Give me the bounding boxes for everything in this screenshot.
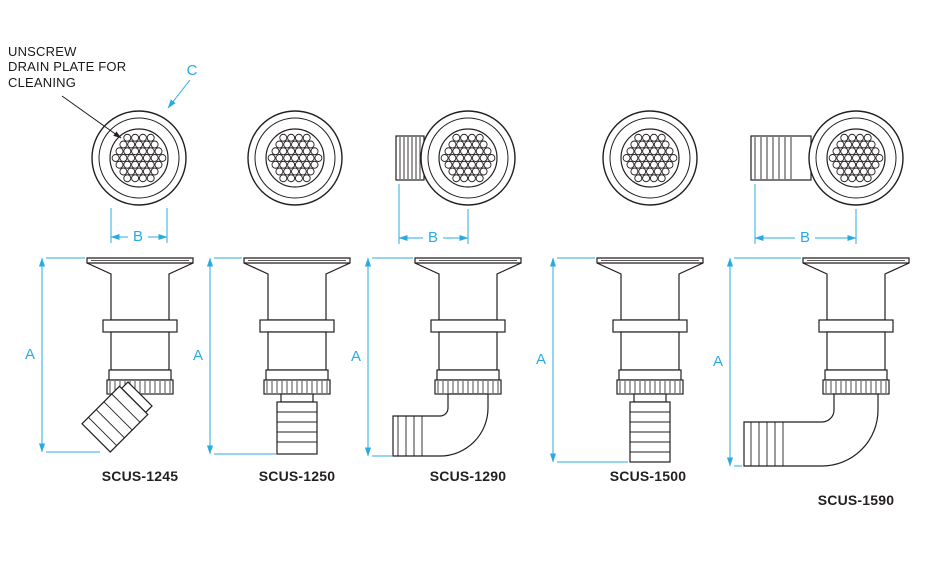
top-view-barb-scus-1590 <box>750 135 812 181</box>
top-view-scus-1250 <box>247 110 343 206</box>
side-view-scus-1590 <box>743 257 910 467</box>
drain-plate-holes <box>440 133 496 183</box>
top-view-scus-1500 <box>602 110 698 206</box>
cleaning-note-leader-line <box>61 95 122 139</box>
dim-a-scus-1590 <box>726 257 801 467</box>
drain-plate-holes <box>267 133 323 183</box>
drain-plate-holes <box>828 133 884 183</box>
top-view-scus-1290 <box>420 110 516 206</box>
dim-a-scus-1290 <box>364 257 413 457</box>
dim-a-label-scus-1250: A <box>192 347 203 364</box>
dim-a-label-scus-1500: A <box>535 351 546 368</box>
side-view-scus-1245 <box>81 257 194 453</box>
side-view-scus-1500 <box>596 257 704 463</box>
cleaning-note-line: CLEANING <box>8 74 77 90</box>
side-view-scus-1250 <box>243 257 351 455</box>
cleaning-note-line: DRAIN PLATE FOR <box>8 59 127 75</box>
dim-a-scus-1245 <box>38 257 100 453</box>
side-view-scus-1290 <box>392 257 522 457</box>
top-view-scus-1245 <box>91 110 187 206</box>
part-label-scus-1500: SCUS-1500 <box>609 468 687 484</box>
drain-plate-holes <box>622 133 678 183</box>
dim-b-label-scus-1290: B <box>423 229 443 246</box>
dim-b-label-scus-1245: B <box>128 228 148 245</box>
part-label-scus-1590: SCUS-1590 <box>817 492 895 508</box>
cleaning-note: UNSCREW DRAIN PLATE FOR CLEANING <box>8 44 126 90</box>
part-label-scus-1245: SCUS-1245 <box>101 468 179 484</box>
dim-c-label: C <box>186 62 198 79</box>
dim-a-label-scus-1290: A <box>350 348 361 365</box>
cleaning-note-line: UNSCREW <box>8 44 77 59</box>
part-label-scus-1250: SCUS-1250 <box>258 468 336 484</box>
top-view-barb-scus-1290 <box>395 135 425 181</box>
part-label-scus-1290: SCUS-1290 <box>429 468 507 484</box>
dim-a-label-scus-1590: A <box>712 353 723 370</box>
dim-a-label-scus-1245: A <box>24 346 35 363</box>
dim-c-leader-line <box>167 79 191 109</box>
top-view-scus-1590 <box>808 110 904 206</box>
drain-plate-holes <box>111 133 167 183</box>
dim-b-label-scus-1590: B <box>795 229 815 246</box>
dim-a-scus-1500 <box>549 257 628 463</box>
dim-a-scus-1250 <box>206 257 276 455</box>
